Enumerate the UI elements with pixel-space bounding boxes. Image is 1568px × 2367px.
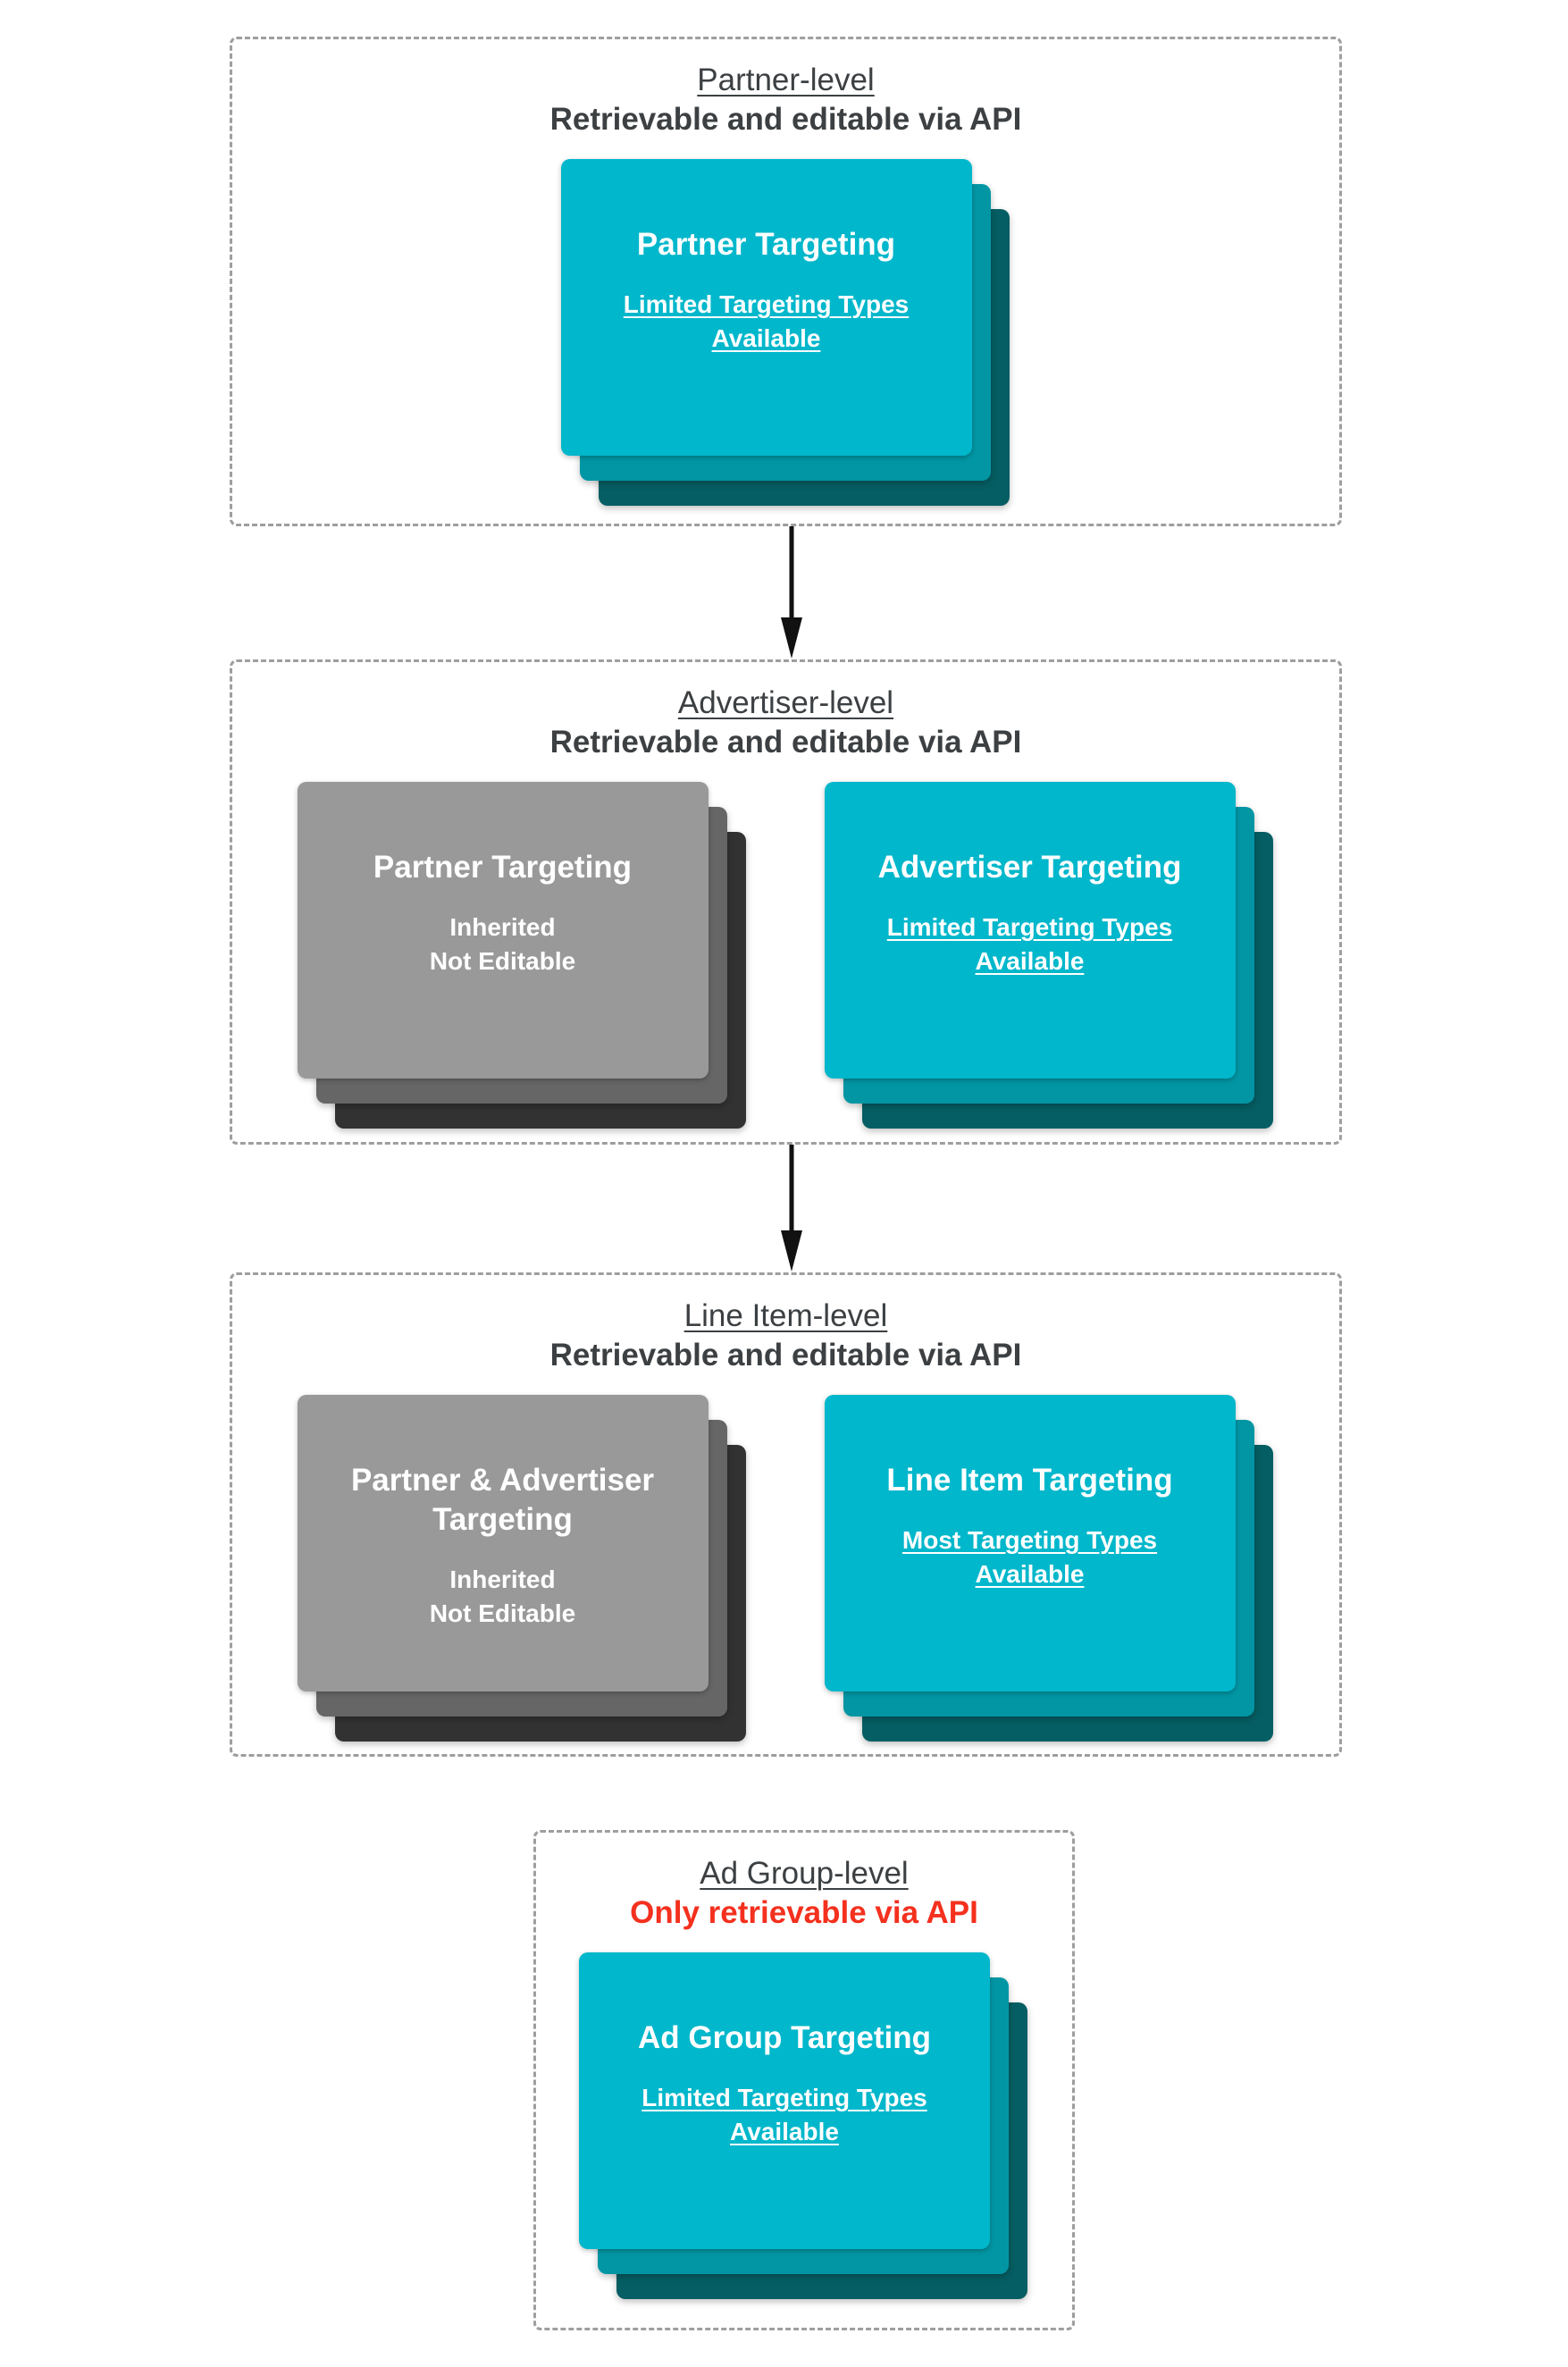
section-advertiser-level: Advertiser-level Retrievable and editabl… — [230, 659, 1342, 1145]
section-subtitle: Only retrievable via API — [630, 1895, 978, 1930]
down-arrow-icon — [781, 526, 802, 659]
section-subtitle: Retrievable and editable via API — [549, 1338, 1022, 1372]
card-subtitle: Most Targeting Types Available — [901, 1526, 1158, 1588]
card-partner-targeting-inherited: Partner Targeting Inherited Not Editable — [297, 782, 746, 1129]
cards-row: Partner & Advertiser Targeting Inherited… — [297, 1395, 1275, 1742]
card-advertiser-targeting: Advertiser Targeting Limited Targeting T… — [824, 782, 1273, 1129]
section-ad-group-level: Ad Group-level Only retrievable via API … — [533, 1830, 1075, 2330]
card-partner-targeting: Partner Targeting Limited Targeting Type… — [560, 159, 1010, 506]
card-face: Advertiser Targeting Limited Targeting T… — [824, 782, 1236, 1079]
section-subtitle: Retrievable and editable via API — [549, 102, 1022, 137]
section-title: Line Item-level — [683, 1298, 888, 1333]
card-partner-advertiser-targeting-inherited: Partner & Advertiser Targeting Inherited… — [297, 1395, 746, 1742]
cards-row: Ad Group Targeting Limited Targeting Typ… — [579, 1952, 1029, 2299]
card-face: Line Item Targeting Most Targeting Types… — [824, 1395, 1236, 1691]
section-line-item-level: Line Item-level Retrievable and editable… — [230, 1272, 1342, 1757]
card-line: Inherited — [449, 913, 556, 941]
card-title: Ad Group Targeting — [638, 2020, 931, 2055]
card-title: Partner Targeting — [636, 227, 896, 262]
card-face: Partner Targeting Limited Targeting Type… — [560, 159, 972, 456]
section-title: Advertiser-level — [677, 685, 894, 720]
card-subtitle: Limited Targeting Types Available — [623, 290, 910, 352]
section-title: Ad Group-level — [700, 1856, 909, 1891]
card-line: Not Editable — [429, 1599, 576, 1627]
cards-row: Partner Targeting Inherited Not Editable… — [297, 782, 1275, 1129]
card-line: Not Editable — [429, 947, 576, 975]
card-title: Partner & Advertiser Targeting — [350, 1463, 655, 1537]
card-title: Line Item Targeting — [886, 1463, 1173, 1498]
card-ad-group-targeting: Ad Group Targeting Limited Targeting Typ… — [579, 1952, 1027, 2299]
card-title: Advertiser Targeting — [877, 850, 1182, 885]
section-partner-level: Partner-level Retrievable and editable v… — [230, 37, 1342, 526]
card-face: Partner & Advertiser Targeting Inherited… — [297, 1395, 709, 1691]
card-title: Partner Targeting — [373, 850, 633, 885]
card-subtitle: Limited Targeting Types Available — [886, 913, 1173, 975]
cards-row: Partner Targeting Limited Targeting Type… — [560, 159, 1011, 506]
card-line: Inherited — [449, 1565, 556, 1593]
section-title: Partner-level — [697, 63, 875, 97]
card-subtitle: Limited Targeting Types Available — [641, 2084, 927, 2145]
section-subtitle: Retrievable and editable via API — [549, 725, 1022, 760]
card-line-item-targeting: Line Item Targeting Most Targeting Types… — [824, 1395, 1273, 1742]
card-face: Partner Targeting Inherited Not Editable — [297, 782, 709, 1079]
card-face: Ad Group Targeting Limited Targeting Typ… — [579, 1952, 990, 2249]
down-arrow-icon — [781, 1145, 802, 1272]
